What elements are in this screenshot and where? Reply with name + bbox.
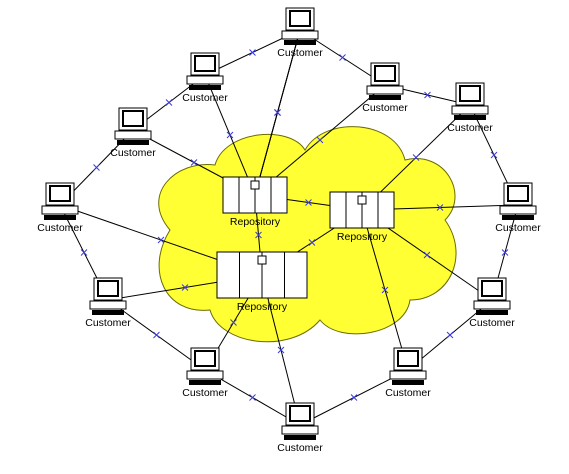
customer-label: Customer [277,47,323,59]
edge-marker [153,331,160,339]
customer-label: Customer [37,222,83,234]
edge-marker [249,49,256,56]
customer-label: Customer [85,317,131,329]
edge-marker [350,394,358,401]
customer-label: Customer [277,442,323,454]
customer-c6[interactable]: Customer [385,347,431,399]
edge-marker [157,236,165,244]
edge-marker [446,331,454,339]
customer-c7[interactable]: Customer [277,402,323,454]
repository-label: Repository [237,301,288,313]
edge-marker [190,159,198,166]
customer-c4[interactable]: Customer [495,182,541,234]
customer-label: Customer [362,102,408,114]
edge-marker [181,284,189,291]
edge-marker [274,109,281,116]
customer-label: Customer [182,92,228,104]
customer-label: Customer [182,387,228,399]
edge-marker [412,154,420,161]
edge-marker [490,151,498,159]
edge-marker [93,164,100,171]
repository-r2[interactable]: Repository [329,191,395,243]
customer-label: Customer [495,222,541,234]
customer-label: Customer [110,147,156,159]
connection-c8-c9 [107,299,206,371]
edge-marker [80,249,88,256]
customer-c2[interactable]: Customer [362,62,408,114]
nodes: CustomerCustomerCustomerCustomerCustomer… [37,7,541,454]
edge-marker [423,251,431,259]
customer-c5[interactable]: Customer [469,277,515,329]
edge-marker [316,136,324,144]
customer-c12[interactable]: Customer [182,52,228,104]
edge-marker [308,239,316,246]
edge-marker [226,131,234,139]
connection-c6-r2 [360,209,410,371]
cloud-shape [158,126,457,343]
customer-c8[interactable]: Customer [182,347,228,399]
edge-marker [305,199,312,206]
edge-marker [501,249,509,256]
customer-c11[interactable]: Customer [110,107,156,159]
repository-r3[interactable]: Repository [216,251,308,313]
connection-c12-r1 [204,74,256,196]
edge-marker [424,91,431,99]
repository-label: Repository [337,231,388,243]
customer-c10[interactable]: Customer [37,182,83,234]
customer-label: Customer [469,317,515,329]
repository-r1[interactable]: Repository [222,176,288,228]
connection-c7-r3 [260,274,302,426]
customer-c9[interactable]: Customer [85,277,131,329]
customer-label: Customer [447,122,493,134]
edge-marker [165,99,173,106]
customer-c3[interactable]: Customer [447,82,493,134]
edge-marker [436,204,444,211]
edge-marker [381,286,389,294]
edge-marker [249,394,256,401]
edge-marker [277,346,285,354]
customer-c1[interactable]: Customer [277,7,323,59]
edge-marker [339,54,346,61]
connection-c14-r1 [253,29,302,196]
edge-marker [255,231,262,239]
customer-label: Customer [385,387,431,399]
repository-label: Repository [230,216,281,228]
edge-marker [230,319,237,326]
